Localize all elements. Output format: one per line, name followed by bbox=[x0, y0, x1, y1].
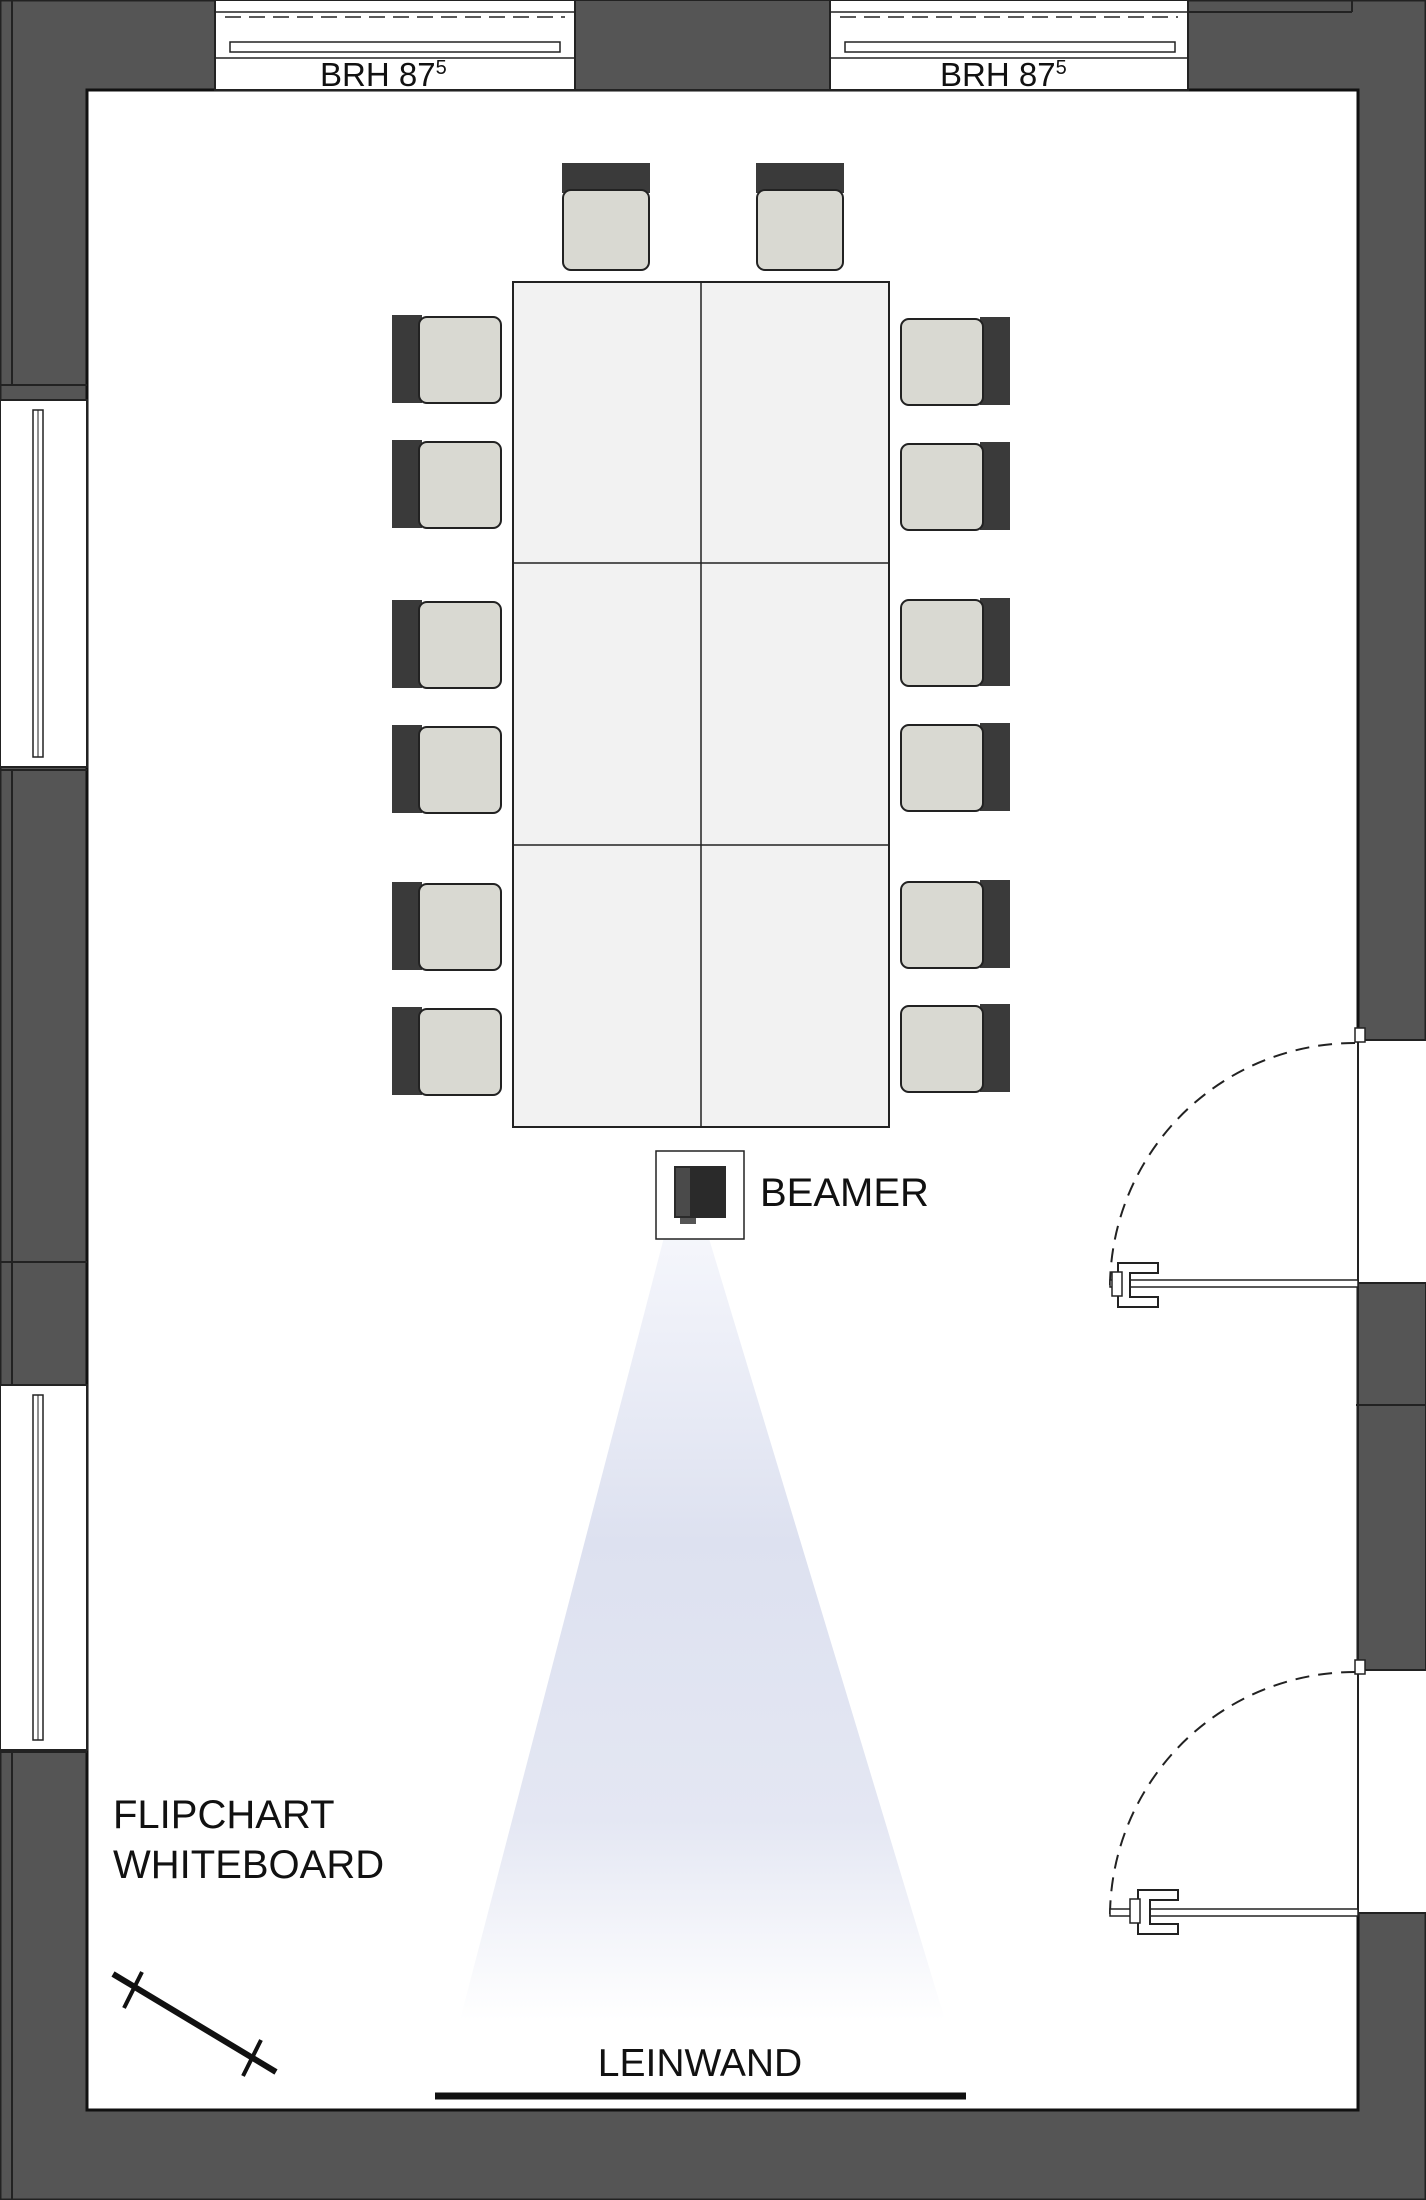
window-left-upper bbox=[0, 399, 88, 768]
door-swing-icon bbox=[1109, 1042, 1356, 1286]
window-left-lower bbox=[0, 1384, 88, 1751]
chair-right bbox=[900, 442, 1010, 531]
screen-label: LEINWAND bbox=[598, 2042, 802, 2085]
chair-head bbox=[756, 163, 844, 271]
svg-text:BRH 875: BRH 875 bbox=[320, 56, 447, 93]
door-upper[interactable] bbox=[1109, 1027, 1366, 1308]
flipchart-label: FLIPCHART bbox=[113, 1793, 335, 1837]
chair-right bbox=[900, 723, 1010, 812]
window-label: BRH 87 bbox=[940, 56, 1056, 93]
door-swing-icon bbox=[1109, 1671, 1356, 1915]
svg-text:BRH 875: BRH 875 bbox=[940, 56, 1067, 93]
door-lower[interactable] bbox=[1109, 1659, 1366, 1935]
chair-left bbox=[392, 315, 502, 404]
beamer-label: BEAMER bbox=[760, 1171, 929, 1215]
chair-left bbox=[392, 1007, 502, 1096]
window-top-left: BRH 875 bbox=[214, 0, 576, 93]
door-opening-lower bbox=[1356, 1670, 1426, 1913]
wall-pillar bbox=[574, 0, 831, 91]
chair-left bbox=[392, 440, 502, 529]
flipchart-icon bbox=[111, 1971, 278, 2077]
projector-beam bbox=[460, 1222, 945, 2020]
chair-head bbox=[562, 163, 650, 271]
window-label: BRH 87 bbox=[320, 56, 436, 93]
chair-right bbox=[900, 1004, 1010, 1093]
chair-left bbox=[392, 725, 502, 814]
chair-left bbox=[392, 600, 502, 689]
whiteboard-label: WHITEBOARD bbox=[113, 1843, 384, 1887]
window-label-sup: 5 bbox=[1056, 57, 1067, 79]
projector-icon bbox=[655, 1150, 745, 1240]
chair-right bbox=[900, 317, 1010, 406]
window-top-right: BRH 875 bbox=[829, 0, 1189, 93]
chair-right bbox=[900, 598, 1010, 687]
chair-right bbox=[900, 880, 1010, 969]
door-opening-upper bbox=[1356, 1040, 1426, 1283]
conference-table bbox=[512, 281, 890, 1128]
chair-left bbox=[392, 882, 502, 971]
window-label-sup: 5 bbox=[436, 57, 447, 79]
